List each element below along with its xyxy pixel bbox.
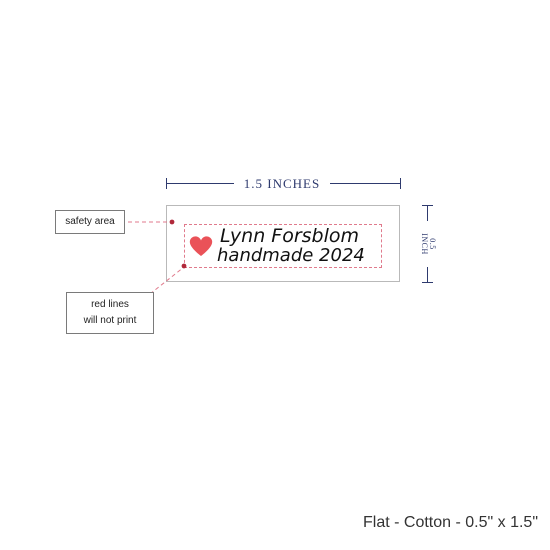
height-dimension-top-cap xyxy=(422,205,433,207)
product-caption: Flat - Cotton - 0.5" x 1.5" xyxy=(363,514,538,531)
red-lines-callout-line1: red lines xyxy=(91,299,129,310)
height-dimension-label: 0.5 INCH xyxy=(420,221,437,267)
safety-area-callout: safety area xyxy=(55,210,125,234)
height-dimension-bottom-cap xyxy=(422,282,433,284)
safety-area-guide xyxy=(184,224,382,268)
safety-area-callout-text: safety area xyxy=(65,216,115,227)
height-dimension-value: 0.5 xyxy=(428,238,437,250)
width-dimension-label: 1.5 INCHES xyxy=(234,175,330,193)
width-dimension-left-cap xyxy=(166,178,168,189)
red-lines-callout: red lines will not print xyxy=(66,292,154,334)
red-lines-callout-line2: will not print xyxy=(83,315,137,326)
height-dimension-unit: INCH xyxy=(420,233,429,255)
label-subtitle-text: handmade 2024 xyxy=(217,245,365,266)
label-name-text: Lynn Forsblom xyxy=(220,225,360,247)
width-dimension-right-cap xyxy=(400,178,402,189)
heart-icon xyxy=(189,236,213,256)
